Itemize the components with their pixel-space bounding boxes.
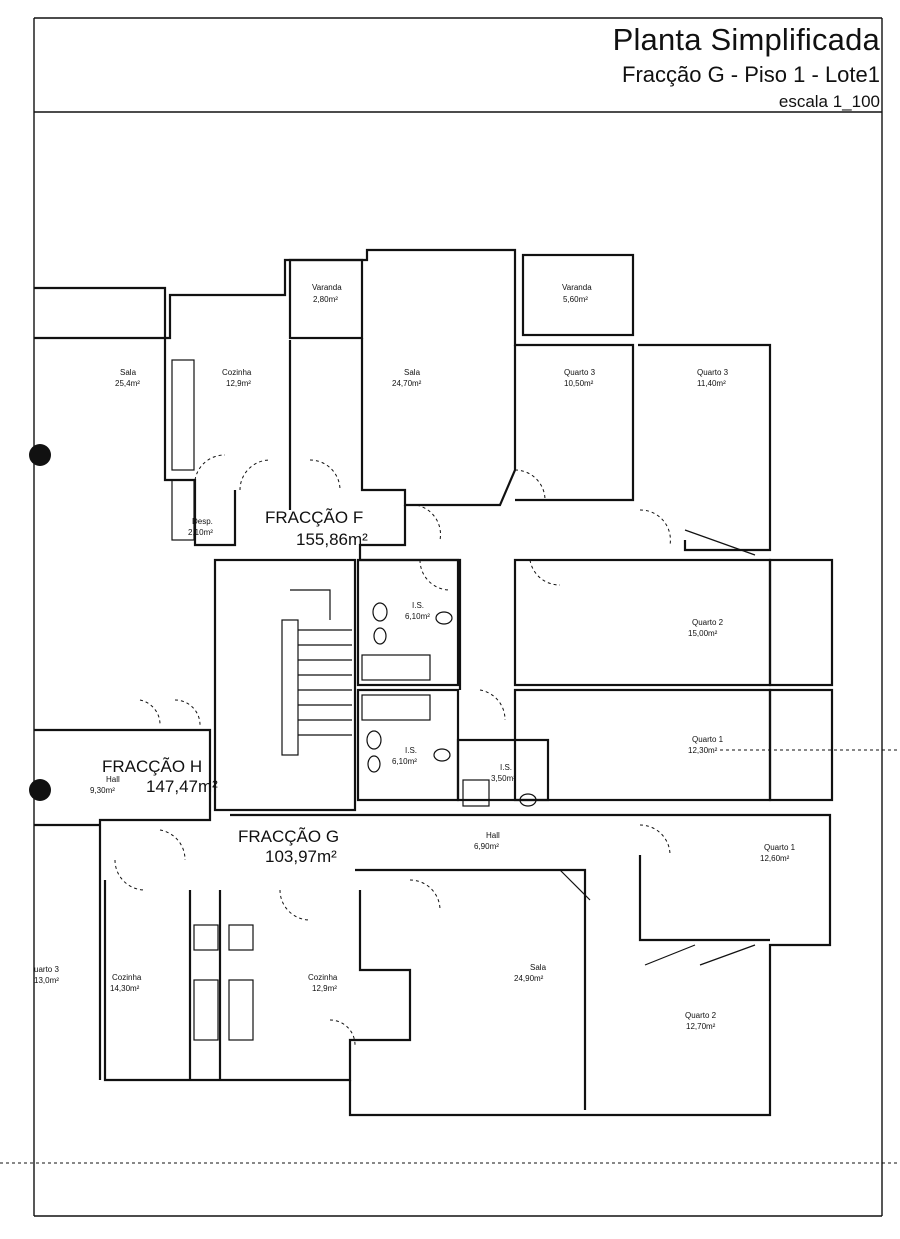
walls-fraccao-g <box>230 813 832 1117</box>
room-area: 24,70m² <box>392 379 422 388</box>
unit-g-area: 103,97m² <box>265 847 337 866</box>
room-label: I.S. <box>500 763 512 772</box>
room-area: 11,40m² <box>697 379 726 388</box>
room-label: Varanda <box>312 283 342 292</box>
walls-fraccao-f <box>34 248 772 690</box>
room-label: Quarto 2 <box>692 618 724 627</box>
room-area: 15,00m² <box>688 629 718 638</box>
room-area: 9,30m² <box>90 786 115 795</box>
room-label: Hall <box>486 831 500 840</box>
title-block: Planta Simplificada Fracção G - Piso 1 -… <box>34 14 882 112</box>
walls-right-block <box>513 529 834 802</box>
room-label: Quarto 2 <box>685 1011 717 1020</box>
room-area: 10,50m² <box>564 379 594 388</box>
unit-f-area: 155,86m² <box>296 530 368 549</box>
unit-labels: FRACÇÃO F 155,86m² FRACÇÃO H 147,47m² FR… <box>102 508 368 866</box>
room-label: Quarto 1 <box>692 735 724 744</box>
room-area: 13,0m² <box>34 976 59 985</box>
room-area: 25,4m² <box>115 379 140 388</box>
room-label: Quarto 3 <box>564 368 596 377</box>
room-label: Sala <box>120 368 137 377</box>
walls-fraccao-h <box>34 359 412 1082</box>
plan-scale: escala 1_100 <box>778 92 880 111</box>
room-area: 6,90m² <box>474 842 499 851</box>
room-area: 12,70m² <box>686 1022 716 1031</box>
room-area: 12,30m² <box>688 746 718 755</box>
room-area: 2,80m² <box>313 295 338 304</box>
room-label: Cozinha <box>112 973 142 982</box>
room-area: 3,50m² <box>491 774 516 783</box>
unit-h-name: FRACÇÃO H <box>102 757 202 776</box>
plan-subtitle: Fracção G - Piso 1 - Lote1 <box>622 62 880 87</box>
room-label: Quarto 1 <box>764 843 796 852</box>
room-label: Cozinha <box>222 368 252 377</box>
sheet-frame <box>0 17 900 1217</box>
room-area: 6,10m² <box>392 757 417 766</box>
room-labels: Varanda 2,80m² Varanda 5,60m² Sala 25,4m… <box>34 283 796 1031</box>
room-label: uarto 3 <box>34 965 59 974</box>
room-label: Cozinha <box>308 973 338 982</box>
room-area: 12,9m² <box>312 984 337 993</box>
unit-h-area: 147,47m² <box>146 777 218 796</box>
unit-f-name: FRACÇÃO F <box>265 508 363 527</box>
room-area: 12,60m² <box>760 854 790 863</box>
room-area: 6,10m² <box>405 612 430 621</box>
plan-title: Planta Simplificada <box>612 22 880 57</box>
room-area: 12,9m² <box>226 379 251 388</box>
room-label: I.S. <box>405 746 417 755</box>
room-area: 5,60m² <box>563 295 588 304</box>
door-swings <box>114 454 671 1046</box>
room-label: Quarto 3 <box>697 368 729 377</box>
stair-core <box>213 558 357 812</box>
room-area: 14,30m² <box>110 984 140 993</box>
room-label: Hall <box>106 775 120 784</box>
room-area: 2,10m² <box>188 528 213 537</box>
room-label: Desp. <box>192 517 213 526</box>
room-label: I.S. <box>412 601 424 610</box>
structural-columns <box>29 444 51 801</box>
room-label: Sala <box>404 368 421 377</box>
room-area: 24,90m² <box>514 974 544 983</box>
walls-bathrooms <box>356 558 550 807</box>
room-label: Varanda <box>562 283 592 292</box>
room-label: Sala <box>530 963 547 972</box>
unit-g-name: FRACÇÃO G <box>238 827 339 846</box>
